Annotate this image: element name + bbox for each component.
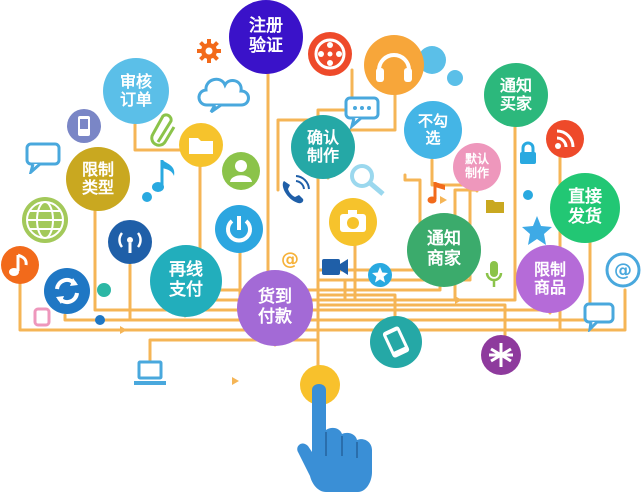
pointing-hand-icon bbox=[297, 365, 372, 492]
decorative-dot bbox=[95, 315, 105, 325]
music-note-icon bbox=[427, 182, 445, 204]
music-note-icon bbox=[1, 246, 39, 284]
at-sign-icon: @ bbox=[281, 249, 299, 270]
decorative-dot bbox=[142, 192, 152, 202]
branch-line bbox=[316, 148, 562, 384]
node-label: 限制 商品 bbox=[533, 259, 566, 297]
node-confirm-make: 确认 制作 bbox=[291, 115, 355, 179]
node-online-pay: 再线 支付 bbox=[150, 245, 222, 317]
node-cash-on-delivery: 货到 付款 bbox=[237, 270, 313, 346]
node-label: 不勾 选 bbox=[417, 111, 448, 147]
power-icon bbox=[215, 205, 263, 253]
tag-icon bbox=[33, 307, 51, 327]
at-sign-icon: @ bbox=[605, 252, 641, 288]
cloud-icon bbox=[197, 77, 250, 113]
film-reel-icon bbox=[308, 32, 352, 76]
node-default-make: 默认 制作 bbox=[453, 143, 501, 191]
decorative-dot bbox=[97, 283, 111, 297]
node-label: 货到 付款 bbox=[258, 287, 292, 327]
magnifier-icon bbox=[350, 164, 385, 196]
node-limit-type: 限制 类型 bbox=[66, 147, 130, 211]
node-label: 注册 验证 bbox=[249, 16, 283, 56]
node-label: 默认 制作 bbox=[464, 152, 489, 180]
gear-icon bbox=[197, 39, 221, 63]
node-label: 直接 发货 bbox=[568, 187, 602, 227]
user-icon bbox=[222, 152, 260, 190]
phone-icon bbox=[282, 175, 310, 204]
node-direct-ship: 直接 发货 bbox=[550, 173, 620, 243]
node-review-order: 审核 订单 bbox=[103, 58, 169, 124]
star-icon bbox=[522, 216, 552, 245]
folder-icon bbox=[179, 123, 223, 167]
node-label: 通知 买家 bbox=[499, 75, 532, 113]
wifi-signal-icon bbox=[546, 120, 584, 158]
globe-icon bbox=[22, 197, 68, 243]
lock-icon bbox=[520, 141, 536, 164]
headphones-icon bbox=[364, 35, 424, 95]
microphone-icon bbox=[485, 261, 503, 287]
music-note-icon bbox=[152, 160, 175, 192]
refresh-icon bbox=[44, 268, 90, 314]
paperclip-icon bbox=[150, 113, 176, 147]
node-label: 确认 制作 bbox=[306, 127, 339, 165]
branch-line bbox=[276, 118, 320, 384]
node-notify-buyer: 通知 买家 bbox=[484, 63, 548, 127]
phone-icon bbox=[67, 109, 101, 143]
branch-arrow bbox=[120, 326, 127, 334]
folder-icon bbox=[486, 200, 504, 213]
svg-text:@: @ bbox=[281, 249, 299, 270]
node-label: 限制 类型 bbox=[81, 159, 114, 197]
broadcast-icon bbox=[108, 220, 152, 264]
branch-arrow bbox=[455, 296, 462, 304]
camera-icon bbox=[329, 198, 377, 246]
node-label: 再线 支付 bbox=[169, 260, 203, 300]
decorative-dot bbox=[523, 190, 533, 200]
node-register-verify: 注册 验证 bbox=[229, 0, 303, 74]
node-no-check-select: 不勾 选 bbox=[404, 101, 462, 159]
node-label: 审核 订单 bbox=[119, 71, 152, 109]
branch-arrow bbox=[440, 196, 447, 204]
chat-bubble-icon bbox=[344, 96, 380, 130]
star-icon bbox=[368, 263, 392, 287]
node-label: 通知 商家 bbox=[427, 229, 461, 269]
svg-text:@: @ bbox=[614, 260, 632, 281]
video-camera-icon bbox=[322, 259, 348, 275]
decorative-dot bbox=[447, 70, 463, 86]
chat-bubble-icon bbox=[25, 142, 61, 174]
node-limit-goods: 限制 商品 bbox=[516, 245, 584, 313]
node-notify-merchant: 通知 商家 bbox=[407, 213, 481, 287]
laptop-icon bbox=[134, 360, 166, 385]
decorative-dot bbox=[418, 46, 446, 74]
chat-bubble-icon bbox=[583, 302, 615, 332]
tablet-icon bbox=[370, 316, 422, 368]
branch-arrow bbox=[232, 377, 239, 385]
asterisk-icon bbox=[481, 335, 521, 375]
